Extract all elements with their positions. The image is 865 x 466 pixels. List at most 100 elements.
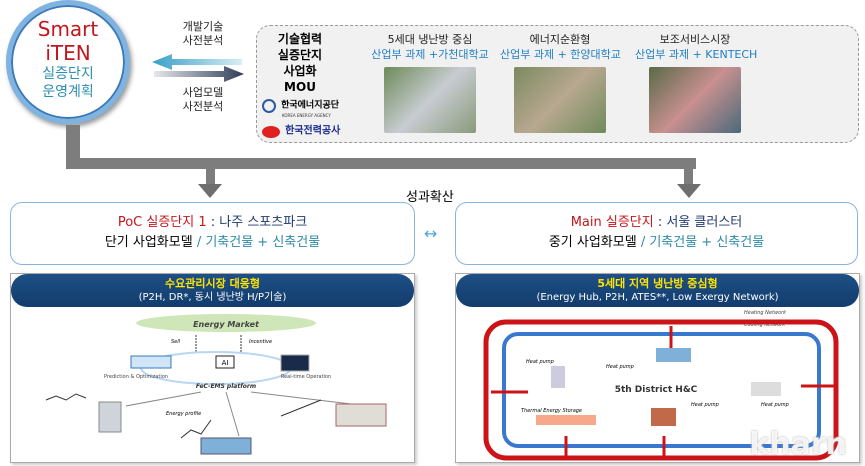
panel-subtitle: (Energy Hub, P2H, ATES**, Low Exergy Net…	[536, 292, 779, 303]
down-arrow-icon	[677, 184, 701, 198]
energy-market-cloud	[136, 314, 316, 332]
site-kentech: 보조서비스시장 산업부 과제 + KENTECH	[635, 32, 758, 133]
label: 사전분석	[182, 34, 224, 47]
prediction-label: Prediction & Optimization	[104, 374, 168, 380]
building-icon	[651, 408, 676, 426]
ai-chip-icon	[215, 355, 235, 369]
prediction-icon	[130, 355, 172, 369]
cooling-network-loop	[502, 332, 821, 448]
watermark: kharn	[749, 427, 847, 462]
logo-text: 한국에너지공단	[281, 100, 340, 111]
incentive-label: Incentive	[249, 339, 272, 345]
site-sub: 산업부 과제 +가천대학교	[371, 48, 489, 61]
label: 개발기술	[182, 20, 224, 33]
fec-ems-diagram: Energy Market Sell Incentive AI Predicti…	[45, 314, 387, 455]
label: 사업모델	[182, 86, 224, 99]
monitor-icon	[280, 354, 310, 372]
district-hc-panel: 5세대 지역 냉난방 중심형 (Energy Hub, P2H, ATES**,…	[455, 273, 860, 463]
mou-text: 기술협력 실증단지 사업화 MOU	[270, 31, 330, 95]
hp-label: Heat pump	[761, 402, 789, 408]
main-type: / 기축건물 + 신축건물	[636, 235, 765, 250]
sep: :	[653, 215, 667, 230]
link	[250, 391, 352, 405]
connector	[684, 158, 693, 184]
sep: :	[206, 215, 220, 230]
kea-logo-icon	[262, 98, 276, 113]
main-model: 중기 사업화모델	[548, 235, 637, 250]
site-gachon: 5세대 냉난방 중심 산업부 과제 +가천대학교	[370, 32, 490, 133]
ai-label: AI	[222, 359, 229, 367]
building-icon	[98, 401, 122, 433]
tes-label: Thermal Energy Storage	[521, 408, 582, 414]
label: 사전분석	[182, 100, 224, 113]
hp-label: Heat pump	[526, 359, 554, 365]
connector	[66, 158, 696, 169]
cooling-label: Cooling Network	[744, 322, 786, 328]
hp-label: Heat pump	[606, 364, 634, 370]
hub-sub-2: 운영계획	[42, 84, 94, 100]
growth-chart-icon	[280, 399, 322, 417]
building-icon	[335, 403, 387, 427]
poc-prefix: PoC 실증단지 1	[117, 215, 207, 230]
sell-label: Sell	[171, 339, 181, 345]
link	[125, 391, 202, 407]
poc-place: 나주 스포츠파크	[219, 215, 308, 230]
down-arrow-icon	[198, 184, 222, 198]
site-sub: 산업부 과제 + 한양대학교	[500, 48, 621, 61]
site-sub: 산업부 과제 + KENTECH	[635, 48, 758, 61]
panel-subtitle: (P2H, DR*, 동시 냉난방 H/P기술)	[138, 292, 287, 303]
hub-title-2: iTEN	[45, 41, 91, 65]
logo-text: 한국전력공사	[285, 125, 341, 137]
building-icon	[656, 348, 691, 362]
building-icon	[200, 437, 252, 455]
poc-type: / 기축건물 + 신축건물	[192, 235, 321, 250]
realtime-label: Real-time Operation	[281, 374, 331, 380]
heating-label: Heating Network	[744, 310, 787, 316]
site-title: 에너지순환형	[529, 33, 591, 46]
link	[225, 391, 240, 437]
hub-title-1: Smart	[37, 17, 99, 41]
poc-model: 단기 사업화모델	[104, 235, 193, 250]
smart-iten-hub: Smart iTEN 실증단지 운영계획	[6, 0, 130, 124]
demand-response-panel: 수요관리시장 대응형 (P2H, DR*, 동시 냉난방 H/P기술) Ener…	[10, 273, 415, 463]
mou-line: 실증단지	[277, 48, 323, 62]
poc-box: PoC 실증단지 1 : 나주 스포츠파크 단기 사업화모델 / 기축건물 + …	[10, 202, 415, 265]
bidirectional-arrow-icon: ↔	[424, 224, 438, 243]
site-title: 보조서비스시장	[659, 33, 731, 46]
connector	[206, 158, 215, 184]
profile-label: Energy profile	[166, 411, 201, 417]
main-place: 서울 클러스터	[666, 215, 743, 230]
mou-line: 사업화	[283, 64, 317, 78]
mou-line: 기술협력	[277, 32, 323, 46]
panel-header: 수요관리시장 대응형 (P2H, DR*, 동시 냉난방 H/P기술)	[11, 274, 414, 307]
main-box: Main 실증단지 : 서울 클러스터 중기 사업화모델 / 기축건물 + 신축…	[455, 202, 858, 265]
mou-line: MOU	[284, 80, 316, 94]
building-icon	[751, 382, 781, 396]
heating-network-loop	[483, 319, 839, 461]
chart-icon	[45, 393, 87, 401]
panel-title: 수요관리시장 대응형	[165, 277, 260, 290]
site-photo	[514, 67, 606, 133]
site-hanyang: 에너지순환형 산업부 과제 + 한양대학교	[500, 32, 621, 133]
site-photo	[384, 67, 476, 133]
site-photo	[649, 67, 741, 133]
center-label: 5th District H&C	[615, 385, 698, 395]
panel-title: 5세대 지역 냉난방 중심형	[597, 277, 718, 290]
hp-label: Heat pump	[691, 402, 719, 408]
logo-text-en: KOREA ENERGY AGENCY	[282, 113, 331, 118]
tes-icon	[536, 415, 596, 425]
korea-energy-agency-logo: 한국에너지공단 KOREA ENERGY AGENCY	[262, 97, 366, 119]
spread-label: 성과확산	[404, 186, 456, 205]
energy-profile-icon	[180, 419, 212, 439]
platform-label: FeC-EMS platform	[196, 383, 256, 390]
building-icon	[551, 366, 565, 388]
hub-sub-1: 실증단지	[42, 66, 94, 82]
site-title: 5세대 냉난방 중심	[387, 33, 473, 46]
exchange-arrows-icon	[152, 54, 244, 82]
market-label: Energy Market	[193, 320, 260, 329]
district-network-diagram: Heating Network Cooling Network 5th Dist…	[483, 310, 839, 461]
main-prefix: Main 실증단지	[570, 215, 654, 230]
panel-header: 5세대 지역 냉난방 중심형 (Energy Hub, P2H, ATES**,…	[456, 274, 859, 307]
